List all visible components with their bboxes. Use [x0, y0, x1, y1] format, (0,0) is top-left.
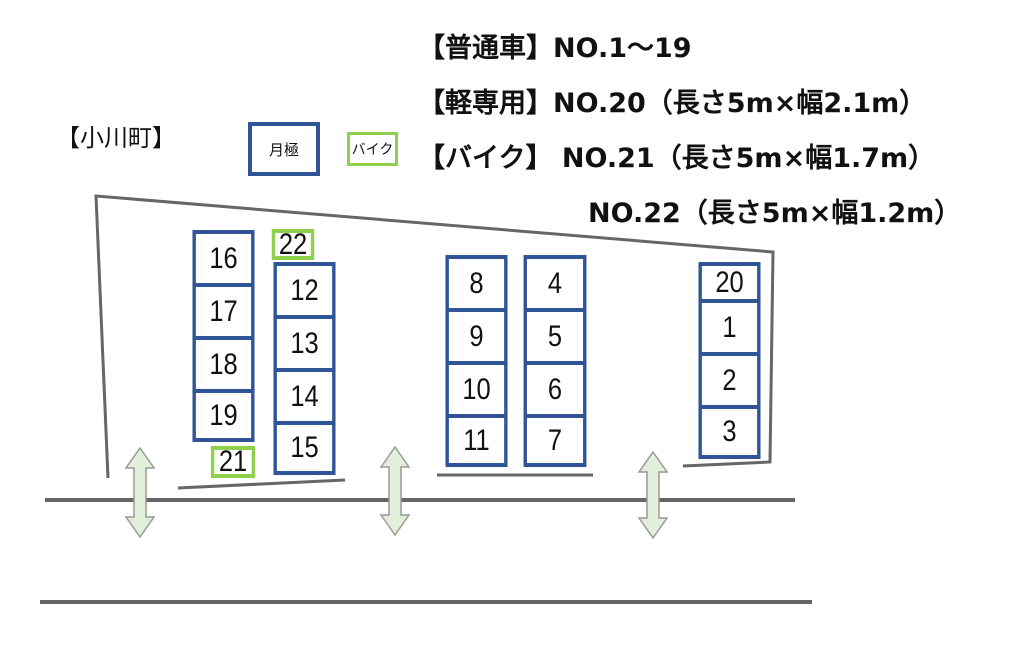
parking-slot: 13 — [273, 315, 336, 372]
legend-monthly: 月極 — [248, 122, 320, 176]
double-vertical-arrow-icon — [637, 450, 669, 540]
parking-slot: 9 — [445, 308, 508, 365]
double-vertical-arrow-icon — [124, 446, 156, 539]
legend-bike: バイク — [347, 132, 398, 166]
parking-slot: 2 — [698, 352, 761, 409]
parking-slot: 10 — [445, 361, 508, 418]
parking-slot: 7 — [523, 414, 587, 467]
bike-slot: 22 — [271, 228, 315, 261]
parking-slot: 18 — [192, 336, 255, 393]
parking-slot: 6 — [523, 361, 587, 418]
info-kei: 【軽専用】NO.20（長さ5m×幅2.1m） — [418, 88, 927, 119]
parking-slot: 15 — [273, 421, 336, 475]
parking-slot: 1 — [698, 299, 761, 356]
parking-slot: 17 — [192, 283, 255, 340]
double-vertical-arrow-icon — [379, 445, 411, 537]
bike-slot: 21 — [210, 445, 256, 478]
info-bike-22: NO.22（長さ5m×幅1.2m） — [588, 198, 962, 229]
parking-slot: 5 — [523, 308, 587, 365]
parking-slot: 14 — [273, 368, 336, 425]
info-bike-21: 【バイク】 NO.21（長さ5m×幅1.7m） — [418, 143, 936, 174]
parking-slot: 8 — [445, 255, 508, 312]
location-title: 【小川町】 — [56, 124, 176, 152]
kei-slot: 20 — [698, 262, 761, 303]
parking-slot: 11 — [445, 414, 508, 467]
parking-slot: 19 — [192, 389, 255, 442]
info-regular: 【普通車】NO.1～19 — [418, 33, 692, 64]
parking-slot: 4 — [523, 255, 587, 312]
parking-slot: 3 — [698, 405, 761, 459]
parking-slot: 16 — [192, 230, 255, 287]
parking-slot: 12 — [273, 262, 336, 319]
